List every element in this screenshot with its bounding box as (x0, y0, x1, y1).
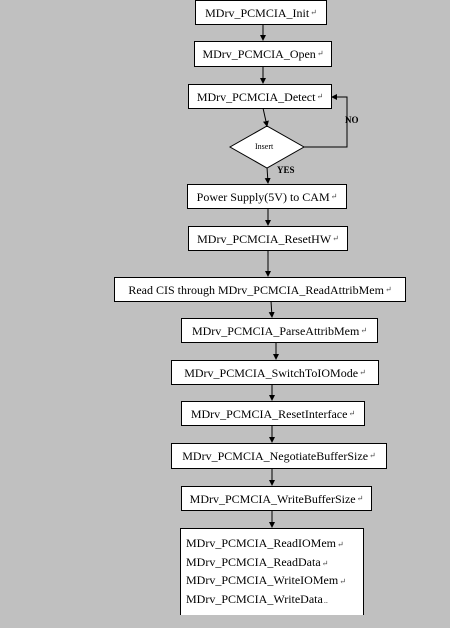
step-open: MDrv_PCMCIA_Open↵ (194, 41, 332, 67)
decision-label: Insert (255, 142, 274, 151)
final-line-read-data: MDrv_PCMCIA_ReadData↵ (186, 554, 329, 569)
arrow-readcis-parse (268, 300, 275, 318)
step-open-label: MDrv_PCMCIA_Open (202, 47, 316, 61)
no-label: NO (345, 115, 359, 125)
step-reset-hw-label: MDrv_PCMCIA_ResetHW (197, 231, 332, 246)
yes-label: YES (277, 165, 295, 175)
step-write-buffer: MDrv_PCMCIA_WriteBufferSize↵ (181, 486, 372, 511)
step-read-cis: Read CIS through MDrv_PCMCIA_ReadAttribM… (114, 277, 406, 302)
step-read-cis-label: Read CIS through MDrv_PCMCIA_ReadAttribM… (128, 282, 384, 297)
step-detect-label: MDrv_PCMCIA_Detect (196, 89, 316, 104)
final-line-write-io-mem: MDrv_PCMCIA_WriteIOMem↵ (186, 573, 346, 587)
decision-diamond (228, 125, 306, 169)
step-reset-interface-label: MDrv_PCMCIA_ResetInterface (190, 406, 348, 421)
arrow-detect-decision (262, 107, 269, 127)
step-reset-hw: MDrv_PCMCIA_ResetHW↵ (188, 226, 348, 251)
step-final-io: MDrv_PCMCIA_ReadIOMem↵ MDrv_PCMCIA_ReadD… (180, 528, 364, 623)
arrow-decision-power (264, 166, 271, 184)
step-write-buffer-label: MDrv_PCMCIA_WriteBufferSize (189, 491, 356, 506)
step-parse: MDrv_PCMCIA_ParseAttribMem↵ (181, 318, 378, 343)
step-init: MDrv_PCMCIA_Init↵ (195, 0, 327, 25)
final-line-read-io-mem: MDrv_PCMCIA_ReadIOMem↵ (186, 536, 344, 550)
step-detect: MDrv_PCMCIA_Detect↵ (188, 84, 332, 109)
step-switch-io-label: MDrv_PCMCIA_SwitchToIOMode (184, 365, 359, 380)
final-line-write-data: MDrv_PCMCIA_WriteData.. (186, 591, 328, 606)
step-init-label: MDrv_PCMCIA_Init (205, 5, 310, 20)
step-parse-label: MDrv_PCMCIA_ParseAttribMem (191, 323, 360, 338)
step-negotiate: MDrv_PCMCIA_NegotiateBufferSize↵ (171, 443, 387, 469)
step-power-label: Power Supply(5V) to CAM (196, 189, 330, 204)
step-switch-io: MDrv_PCMCIA_SwitchToIOMode↵ (171, 360, 379, 385)
arrow-no-loop (304, 94, 348, 148)
step-reset-interface: MDrv_PCMCIA_ResetInterface↵ (181, 401, 365, 426)
step-power: Power Supply(5V) to CAM↵ (187, 184, 347, 209)
bottom-bar (0, 615, 450, 621)
step-negotiate-label: MDrv_PCMCIA_NegotiateBufferSize (182, 449, 369, 463)
